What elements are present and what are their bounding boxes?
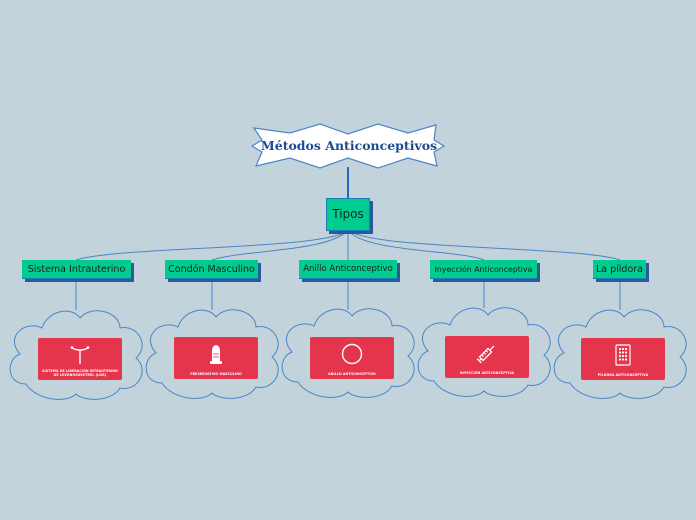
cloud-sistema-intrauterino — [9, 310, 143, 400]
connector-topic-5 — [347, 229, 621, 261]
cloud-anillo-anticonceptivo — [281, 308, 415, 398]
hub-topic-connectors — [75, 229, 621, 261]
card-caption: ANILLO ANTICONCEPTIVO — [328, 372, 376, 376]
hub-node-tipos[interactable]: Tipos — [326, 198, 370, 231]
connector-topic-4 — [347, 229, 485, 261]
card-caption: PRESERVATIVO MASCULINO — [190, 372, 242, 376]
cloud-group — [9, 307, 687, 400]
topic-inyeccion-anticonceptiva[interactable]: Inyección Anticonceptiva — [430, 260, 537, 279]
root-title[interactable]: Métodos Anticonceptivos — [260, 138, 438, 153]
connector-topic-1 — [75, 229, 349, 261]
cloud-la-pildora — [553, 309, 687, 399]
syringe-icon — [445, 341, 529, 365]
root-starburst-shape — [250, 123, 446, 169]
card-anillo-anticonceptivo[interactable]: ANILLO ANTICONCEPTIVO — [310, 337, 394, 379]
cloud-inyeccion-anticonceptiva — [417, 307, 551, 397]
ring-icon — [310, 342, 394, 366]
card-la-pildora[interactable]: PÍLDORA ANTICONCEPTIVA — [581, 338, 665, 380]
connector-topic-2 — [211, 229, 349, 261]
topic-cloud-connectors — [75, 280, 621, 310]
pill-pack-icon — [581, 343, 665, 367]
cloud-condon-masculino — [145, 309, 279, 399]
topic-la-pildora[interactable]: La píldora — [593, 260, 646, 279]
topic-condon-masculino[interactable]: Condón Masculino — [165, 260, 258, 279]
iud-icon — [38, 343, 122, 367]
card-sistema-intrauterino[interactable]: SISTEMA DE LIBERACIÓN INTRAUTERINO DE LE… — [38, 338, 122, 380]
card-caption: PÍLDORA ANTICONCEPTIVA — [597, 373, 649, 377]
topic-sistema-intrauterino[interactable]: Sistema Intrauterino — [22, 260, 131, 279]
card-condon-masculino[interactable]: PRESERVATIVO MASCULINO — [174, 337, 258, 379]
card-caption: INYECCIÓN ANTICONCEPTIVA — [459, 371, 515, 375]
condom-icon — [174, 342, 258, 366]
topic-anillo-anticonceptivo[interactable]: Anillo Anticonceptivo — [299, 260, 397, 279]
card-inyeccion-anticonceptiva[interactable]: INYECCIÓN ANTICONCEPTIVA — [445, 336, 529, 378]
card-caption: SISTEMA DE LIBERACIÓN INTRAUTERINO DE LE… — [42, 369, 118, 377]
